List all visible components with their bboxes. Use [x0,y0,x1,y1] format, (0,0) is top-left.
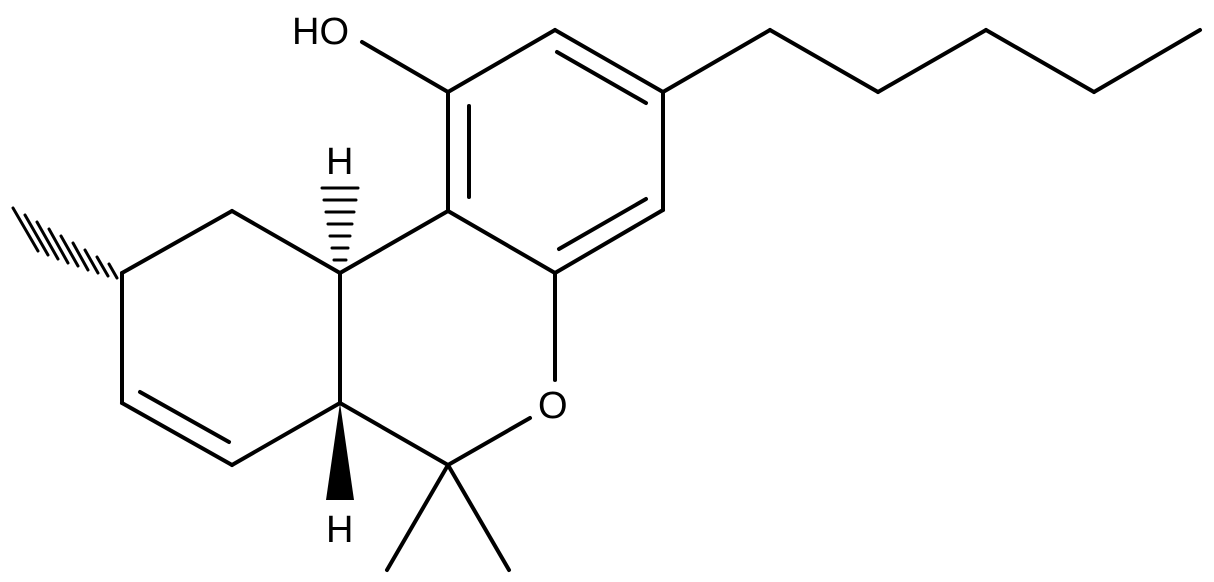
hash-line [23,213,50,257]
bond-c1-c2 [446,28,557,94]
hydroxyl-label: HO [292,11,349,53]
bond-c7-c8 [120,401,234,467]
hashed-wedge-h-top [320,186,360,262]
bond-c4-c4a [553,208,665,275]
bond-pentyl-3 [876,28,988,94]
ring-oxygen-label: O [538,385,568,427]
hash-line [95,255,110,278]
hashed-wedge-methyl [11,206,119,280]
bond-c7-c8-inner [138,390,231,444]
bond-c9-c10 [120,209,234,275]
bond-c6-methyl-a [385,463,450,572]
hash-line [83,248,100,275]
pyran-ring [338,209,557,467]
hydrogen-bottom-label: H [326,509,353,551]
solid-wedge-h-bottom [326,403,354,500]
bond-c6-c6a [338,401,450,467]
bond-c10-c10a [230,209,342,275]
bond-pentyl-4 [984,28,1096,94]
aromatic-ring [446,28,665,275]
pentyl-chain [661,28,1202,94]
bond-c6a-c7 [230,401,342,467]
hash-line [47,227,70,265]
hydrogen-top-label: H [326,141,353,183]
hash-line [59,234,80,268]
hash-line [11,206,40,253]
bond-c2-c3-inner [555,50,648,105]
hash-line [35,220,60,261]
cyclohexene-ring [120,209,342,467]
bond-pentyl-1 [661,28,772,94]
bond-c4-c4a-inner [557,197,648,251]
hash-line [107,262,119,280]
bond-pentyl-5 [1092,28,1202,94]
bond-c4a-c10b [446,209,557,275]
hash-line [71,241,90,272]
bond-c6-methyl-b [446,463,511,572]
bond-c2-c3 [553,28,665,94]
bond-pentyl-2 [768,28,880,94]
bond-c10a-c10b [338,209,450,275]
bond-o-c6 [446,416,532,467]
bond-c1-oh [360,40,450,94]
